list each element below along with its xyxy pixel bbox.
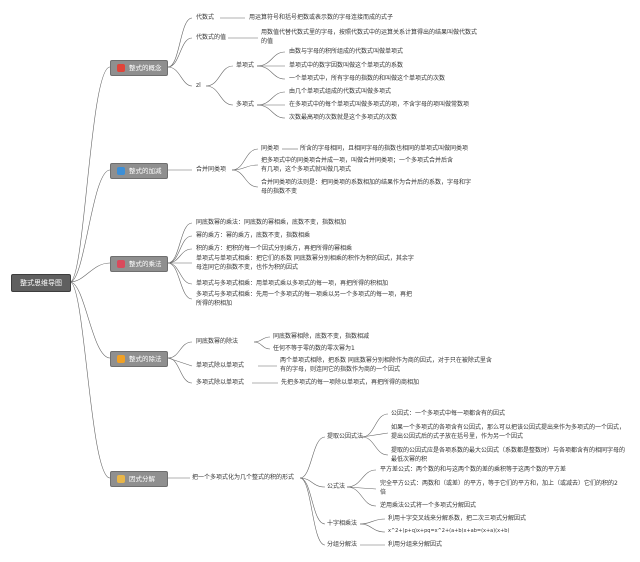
node-daishushi-value: 代数式的值 xyxy=(196,34,227,41)
node-duo-2: 在多项式中的每个单项式叫做多项式的项，不含字母的项叫做常数项 xyxy=(289,101,470,108)
node-div-duo: 多项式除以单项式 xyxy=(196,379,245,386)
node-hebing-def: 把多项式中的同类项合并成一项，叫做合并同类项；一个多项式合并后含有几项，这个多项… xyxy=(261,157,454,173)
node-daishushi: 代数式 xyxy=(196,14,215,21)
branch-label: 整式的除法 xyxy=(129,355,162,363)
node-gongshi-3: 逆用乘法公式将一个多项式分解因式 xyxy=(380,502,477,509)
node-div-dan-def: 两个单项式相除，把系数 同底数幂分别相除作为商的因式，对于只在被除式里含有的字母… xyxy=(280,357,492,373)
flame-icon xyxy=(117,64,125,72)
node-mul-4: 单项式与单项式相乘：把它们的系数 同底数幂分别相乘的积作为积的因式，其余字母连同… xyxy=(196,255,414,271)
branch-concept[interactable]: 整式的概念 xyxy=(110,60,168,76)
node-dan-2: 单项式中的数字因数叫做这个单项式的系数 xyxy=(289,62,404,69)
node-fenzu: 分组分解法 xyxy=(327,541,358,548)
scissors-icon xyxy=(117,260,125,268)
branch-label: 因式分解 xyxy=(129,475,155,483)
node-duo-3: 次数最高项的次数就是这个多项式的次数 xyxy=(289,114,398,121)
branch-label: 整式的概念 xyxy=(129,64,162,72)
node-mul-2: 幂的乘方：幂的乘方，底数不变，指数相乘 xyxy=(196,232,311,239)
node-div-duo-def: 先把多项式的每一项除以单项式，再把所得的商相加 xyxy=(281,379,420,386)
node-tiqu-3: 提取的公因式应是各项系数的最大公因式（系数都是整数时）与各项都含有的相同字母的最… xyxy=(391,447,626,463)
node-shizi-formula: x^2+(p+q)x+pq=x^2+(a+b)x+ab=(x+a)(x+b) xyxy=(388,528,510,534)
node-factor-main: 把一个多项式化为几个整式的积的形式 xyxy=(192,474,295,481)
node-hebing-rule: 合并同类项的法则是：把同类项的系数相加的结果作为合并后的系数，字母和字母的指数不… xyxy=(261,179,472,195)
node-tongleixiang: 同类项 xyxy=(261,145,280,152)
node-shizi-1: 利用十字交叉线来分解系数，把二次三项式分解因式 xyxy=(388,515,527,522)
branch-multiplication[interactable]: 整式的乘法 xyxy=(110,256,168,272)
node-daishushi-value-def: 用数值代替代数式里的字母，按照代数式中的运算关系计算得出的结果叫做代数式的值 xyxy=(261,29,478,45)
branch-addsub[interactable]: 整式的加减 xyxy=(110,163,168,179)
node-mul-6: 多项式与多项式相乘：先用一个多项式的每一项乘以另一个多项式的每一项，再把所得的积… xyxy=(196,291,413,307)
node-tongdi-2: 任何不等于零的数的零次幂为1 xyxy=(273,345,355,352)
node-gongshi-2: 完全平方公式：两数和（或差）的平方，等于它们的平方和，加上（或减去）它们的积的2… xyxy=(380,480,618,496)
book-icon xyxy=(117,475,125,483)
node-gongshi-1: 平方差公式：两个数的和与这两个数的差的乘积等于这两个数的平方差 xyxy=(380,466,567,473)
branch-factorization[interactable]: 因式分解 xyxy=(110,471,168,487)
node-div-dan: 单项式除以单项式 xyxy=(196,362,245,369)
node-tongdi: 同底数幂的除法 xyxy=(196,338,239,345)
node-tonglei-def: 所含的字母相同，且相同字母的指数也相同的单项式叫做同类项 xyxy=(300,145,469,152)
node-mul-3: 积的乘方：把积的每一个因式分别乘方，再把所得的幂相乘 xyxy=(196,245,353,252)
node-hebing: 合并同类项 xyxy=(196,166,227,173)
branch-label: 整式的乘法 xyxy=(129,260,162,268)
bird-icon xyxy=(117,167,125,175)
node-duoxiangshi: 多项式 xyxy=(236,101,255,108)
node-daishushi-def: 用运算符号和括号把数或表示数的字母连接而成的式子 xyxy=(249,14,394,21)
node-shizi: 十字相乘法 xyxy=(327,520,358,527)
node-duo-1: 由几个单项式组成的代数式叫做多项式 xyxy=(289,88,392,95)
root-node: 整式思维导图 xyxy=(11,274,71,292)
node-tiqu-2: 如果一个多项式的各项含有公因式，那么可以把该公因式提出来作为多项式的一个因式，提… xyxy=(391,424,626,440)
node-dan-1: 由数与字母的积所组成的代数式叫做单项式 xyxy=(289,48,404,55)
node-zhengshi: zl xyxy=(196,82,201,89)
node-fenzu-1: 利用分组来分解因式 xyxy=(388,541,443,548)
node-tiqu-1: 公因式：一个多项式中每一项都含有的因式 xyxy=(391,410,506,417)
node-dan-3: 一个单项式中，所有字母的指数的和叫做这个单项式的次数 xyxy=(289,75,446,82)
node-gongshi: 公式法 xyxy=(327,483,346,490)
node-danxiangshi: 单项式 xyxy=(236,62,255,69)
node-tiqu: 提取公因式法 xyxy=(327,433,364,440)
node-mul-5: 单项式与多项式相乘：用单项式乘以多项式的每一项，再把所得的积相加 xyxy=(196,280,389,287)
node-tongdi-1: 同底数幂相除，底数不变，指数相减 xyxy=(273,333,370,340)
star-icon xyxy=(117,355,125,363)
branch-division[interactable]: 整式的除法 xyxy=(110,351,168,367)
node-mul-1: 同底数幂的乘法：同底数的幂相乘，底数不变，指数相加 xyxy=(196,219,347,226)
branch-label: 整式的加减 xyxy=(129,167,162,175)
